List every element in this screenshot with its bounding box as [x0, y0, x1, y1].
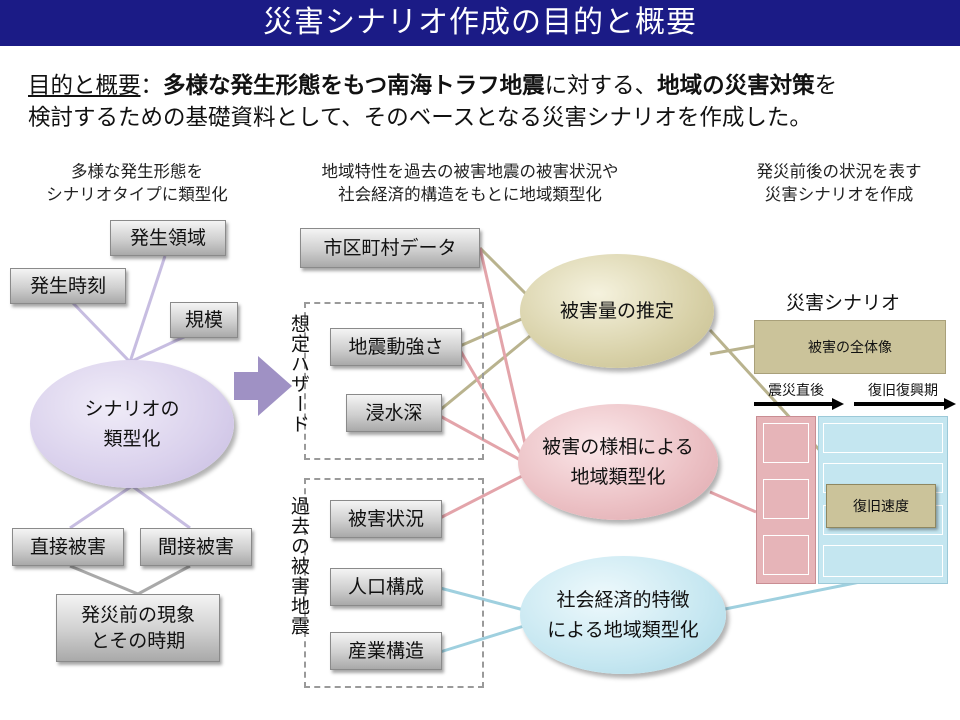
immediate-cell [763, 535, 809, 575]
purpose-line-2: 検討するための基礎資料として、そのベースとなる災害シナリオを作成した。 [28, 105, 812, 131]
purpose-separator: ： [140, 73, 164, 99]
immediate-label: 震災直後 [768, 383, 824, 399]
municipal-data-box: 市区町村データ [300, 228, 480, 268]
scenario-type-line-1: シナリオの [84, 398, 180, 420]
line-scale-to-type [129, 334, 187, 364]
indirect-damage-box: 間接被害 [140, 528, 252, 566]
recovery-speed-box: 復旧速度 [826, 484, 936, 528]
immediate-phase-column [756, 416, 816, 584]
purpose-line-1: 目的と概要：多様な発生形態をもつ南海トラフ地震に対する、地域の災害対策を [28, 70, 948, 102]
caption-left-line-2: シナリオタイプに類型化 [46, 185, 228, 204]
damage-status-box: 被害状況 [330, 500, 442, 538]
page-title: 災害シナリオ作成の目的と概要 [0, 0, 960, 46]
pre-disaster-phenomenon-box: 発災前の現象 とその時期 [56, 594, 220, 662]
line-direct-to-phenomenon [69, 564, 139, 596]
scale-box: 規模 [170, 302, 238, 338]
purpose-statement: 目的と概要：多様な発生形態をもつ南海トラフ地震に対する、地域の災害対策を 検討す… [28, 70, 948, 134]
line-municipal-to-estimation [478, 246, 534, 302]
purpose-end: を [814, 73, 838, 99]
line-indirect-to-phenomenon [137, 564, 191, 596]
caption-right: 発災前後の状況を表す 災害シナリオを作成 [728, 160, 950, 206]
line-type-to-direct [69, 484, 133, 530]
socioeconomic-ellipse: 社会経済的特徴による地域類型化 [520, 556, 726, 674]
line-aspect-to-scenario [709, 490, 757, 514]
flow-arrow [234, 356, 292, 416]
damage-aspect-ellipse: 被害の様相による地域類型化 [518, 404, 718, 520]
hazard-group [304, 302, 484, 460]
timeline-arrows [754, 398, 956, 410]
caption-center: 地域特性を過去の被害地震の被害状況や 社会経済的構造をもとに地域類型化 [280, 160, 660, 206]
occurrence-area-box: 発生領域 [110, 220, 226, 256]
line-municipal-to-aspect [478, 247, 528, 449]
damage-aspect-line-2: 地域類型化 [570, 466, 666, 488]
socioeconomic-line-1: 社会経済的特徴 [556, 589, 690, 611]
line-intensity-to-aspect [458, 349, 524, 457]
scenario-title: 災害シナリオ [786, 292, 901, 314]
industry-box: 産業構造 [330, 632, 442, 670]
line-area-to-type [128, 255, 167, 363]
past-earthquake-label: 過去の被害地震 [288, 496, 310, 636]
purpose-bold-earthquake: 多様な発生形態をもつ南海トラフ地震 [163, 73, 545, 99]
direct-damage-box: 直接被害 [12, 528, 124, 566]
purpose-bold-measures: 地域の災害対策 [657, 73, 815, 99]
recovery-cell [823, 423, 943, 453]
immediate-cell [763, 423, 809, 463]
caption-center-line-1: 地域特性を過去の被害地震の被害状況や [321, 162, 619, 181]
purpose-mid: に対する、 [544, 73, 658, 99]
immediate-cell [763, 479, 809, 519]
phenomenon-line-2: とその時期 [90, 630, 186, 652]
inundation-box: 浸水深 [346, 394, 442, 432]
line-time-to-type [70, 300, 132, 364]
recovery-cell [823, 545, 943, 577]
line-type-to-indirect [131, 484, 191, 530]
scenario-type-line-2: 類型化 [103, 428, 161, 450]
intensity-box: 地震動強さ [330, 328, 462, 366]
population-box: 人口構成 [330, 568, 442, 606]
damage-estimation-ellipse: 被害量の推定 [520, 254, 714, 368]
damage-estimation-label: 被害量の推定 [559, 300, 674, 322]
occurrence-time-box: 発生時刻 [10, 268, 126, 304]
damage-aspect-line-1: 被害の様相による [542, 436, 694, 458]
caption-right-line-2: 災害シナリオを作成 [764, 185, 914, 204]
hazard-group-label: 想定ハザード [288, 314, 310, 434]
caption-left: 多様な発生形態を シナリオタイプに類型化 [22, 160, 252, 206]
recovery-period-label: 復旧復興期 [868, 383, 938, 399]
phenomenon-line-1: 発災前の現象 [80, 604, 195, 626]
line-intensity-to-estimation [459, 316, 525, 348]
line-estimation-to-overall [709, 344, 756, 356]
line-inundation-to-estimation [439, 334, 531, 412]
caption-center-line-2: 社会経済的構造をもとに地域類型化 [338, 185, 602, 204]
caption-left-line-1: 多様な発生形態を [71, 162, 203, 181]
line-social-to-scenario [719, 578, 871, 612]
purpose-label: 目的と概要 [28, 73, 141, 99]
overall-damage-box: 被害の全体像 [754, 320, 946, 374]
past-earthquake-group [304, 478, 484, 688]
socioeconomic-line-2: による地域類型化 [547, 619, 699, 641]
caption-right-line-1: 発災前後の状況を表す [756, 162, 922, 181]
scenario-type-ellipse: シナリオの類型化 [30, 360, 234, 488]
